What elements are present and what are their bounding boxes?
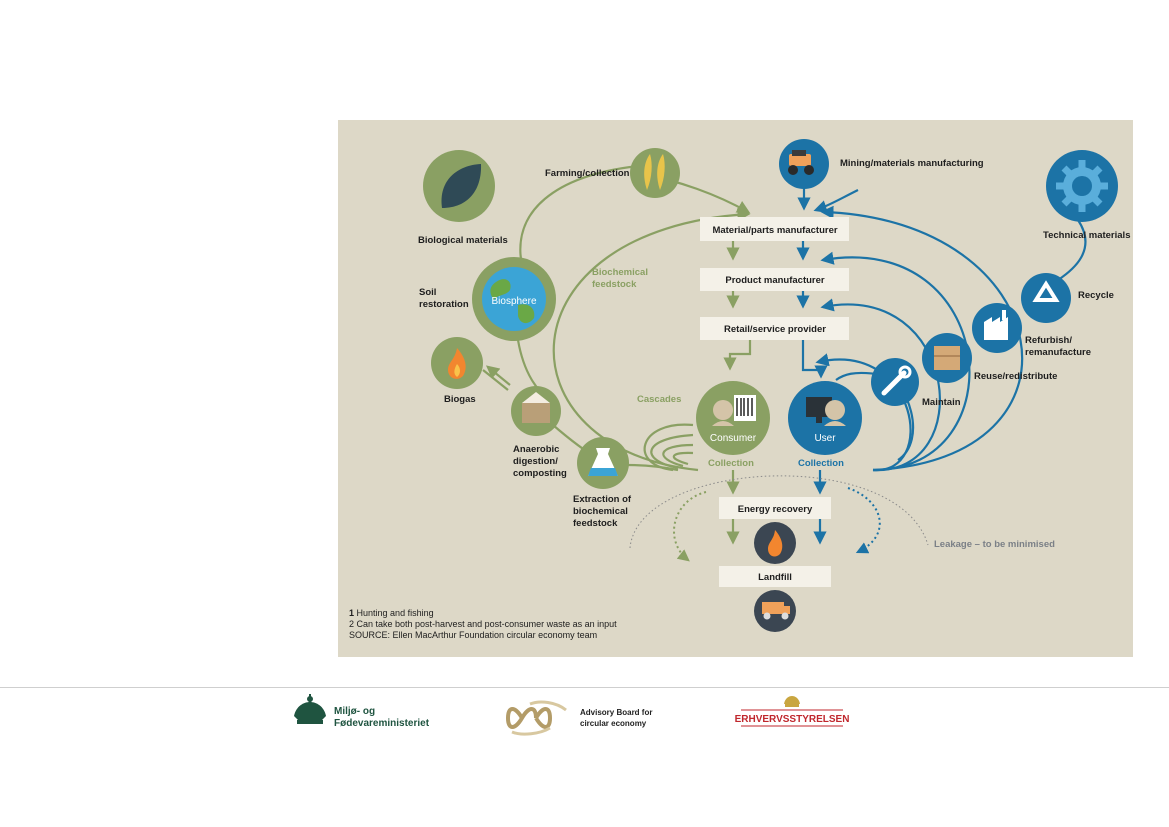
anaerobic-label-3: composting bbox=[513, 468, 567, 479]
erhvervsstyrelsen-crown-logo bbox=[741, 696, 843, 727]
anaerobic-digestion-icon bbox=[511, 386, 561, 436]
retail-label: Retail/service provider bbox=[724, 324, 826, 335]
advisory-board-infinity-logo bbox=[505, 700, 567, 736]
consumer-label: Consumer bbox=[710, 433, 757, 444]
ministry-crown-logo bbox=[294, 694, 326, 724]
soil-label-2: restoration bbox=[419, 299, 469, 310]
leakage-boundary bbox=[629, 475, 929, 549]
reuse-box-icon bbox=[922, 333, 972, 383]
advisory-name-line1: Advisory Board for bbox=[580, 708, 652, 717]
energy-recovery-label: Energy recovery bbox=[738, 504, 813, 515]
refurbish-label-1: Refurbish/ bbox=[1025, 335, 1072, 346]
diagram-canvas: User Biosphere bbox=[338, 120, 1133, 657]
technical-materials-label: Technical materials bbox=[1043, 230, 1130, 241]
product-manufacturer-label: Product manufacturer bbox=[725, 275, 825, 286]
mining-icon bbox=[779, 139, 829, 189]
source-note: SOURCE: Ellen MacArthur Foundation circu… bbox=[349, 630, 597, 640]
biological-materials-leaf-icon bbox=[423, 150, 495, 222]
consumer-icon: Consumer bbox=[696, 381, 770, 455]
circular-economy-diagram: User Biosphere bbox=[338, 120, 1133, 657]
user-icon: User bbox=[788, 381, 862, 455]
anaerobic-label-2: digestion/ bbox=[513, 456, 558, 467]
soil-label-1: Soil bbox=[419, 287, 436, 298]
leakage-label: Leakage – to be minimised bbox=[934, 539, 1055, 550]
extraction-label-1: Extraction of bbox=[573, 494, 632, 505]
recycle-label: Recycle bbox=[1078, 290, 1114, 301]
ministry-name-line2: Fødevareministeriet bbox=[334, 718, 430, 729]
anaerobic-label-1: Anaerobic bbox=[513, 444, 559, 455]
leakage-left bbox=[673, 491, 707, 562]
biological-materials-label: Biological materials bbox=[418, 235, 508, 246]
maintain-label: Maintain bbox=[922, 397, 961, 408]
biogas-flame-icon bbox=[431, 337, 483, 389]
product-manufacturer-box: Product manufacturer bbox=[700, 268, 849, 291]
cascades-label: Cascades bbox=[637, 394, 681, 405]
energy-recovery-box: Energy recovery bbox=[719, 497, 831, 519]
energy-flame-icon bbox=[754, 522, 796, 564]
footer-logos: Miljø- og Fødevareministeriet Advisory B… bbox=[0, 688, 1169, 748]
user-label: User bbox=[814, 433, 836, 444]
biochemical-label-1: Biochemical bbox=[592, 267, 648, 278]
extraction-label-3: feedstock bbox=[573, 518, 618, 529]
landfill-truck-icon bbox=[754, 590, 796, 632]
biochemical-label-2: feedstock bbox=[592, 279, 637, 290]
biosphere-globe-icon: Biosphere bbox=[472, 257, 556, 341]
collection-tech-label: Collection bbox=[798, 458, 844, 469]
biosphere-label: Biosphere bbox=[491, 296, 536, 307]
landfill-label: Landfill bbox=[758, 572, 792, 583]
retail-box: Retail/service provider bbox=[700, 317, 849, 340]
material-parts-label: Material/parts manufacturer bbox=[712, 225, 837, 236]
footer-divider bbox=[0, 687, 1169, 688]
footer-logo-canvas: Miljø- og Fødevareministeriet Advisory B… bbox=[294, 694, 850, 736]
material-parts-box: Material/parts manufacturer bbox=[700, 217, 849, 241]
farming-label: Farming/collection bbox=[545, 168, 630, 179]
mining-label: Mining/materials manufacturing bbox=[840, 158, 984, 169]
refurbish-label-2: remanufacture bbox=[1025, 347, 1091, 358]
technical-materials-gear-icon bbox=[1046, 150, 1118, 222]
advisory-name-line2: circular economy bbox=[580, 719, 647, 728]
collection-bio-label: Collection bbox=[708, 458, 754, 469]
recycle-icon bbox=[1021, 273, 1071, 323]
biogas-label: Biogas bbox=[444, 394, 476, 405]
extraction-label-2: biochemical bbox=[573, 506, 628, 517]
leakage-right bbox=[847, 487, 881, 554]
farming-wheat-icon bbox=[630, 148, 680, 198]
ministry-name-line1: Miljø- og bbox=[334, 706, 375, 717]
refurbish-factory-icon bbox=[972, 303, 1022, 353]
footnote-1: 1 Hunting and fishing bbox=[349, 608, 434, 618]
erhvervsstyrelsen-name: ERHVERVSSTYRELSEN bbox=[735, 714, 850, 725]
extraction-flask-icon bbox=[577, 437, 629, 489]
reuse-label: Reuse/redistribute bbox=[974, 371, 1057, 382]
landfill-box: Landfill bbox=[719, 566, 831, 587]
footnote-2: 2 Can take both post-harvest and post-co… bbox=[349, 619, 617, 629]
maintain-wrench-icon bbox=[871, 358, 919, 406]
